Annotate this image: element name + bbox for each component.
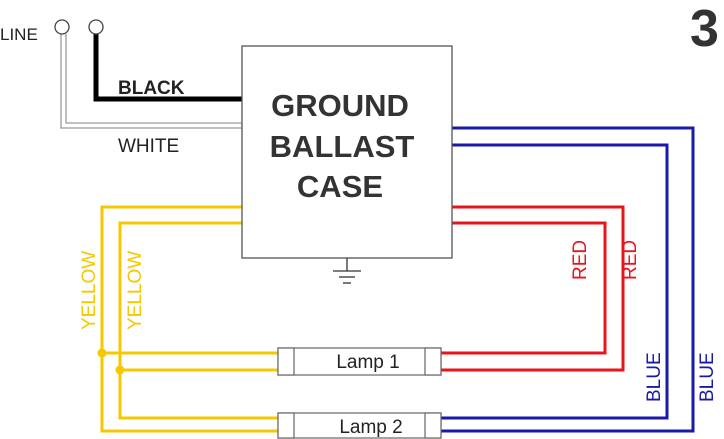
- red-wires: [441, 205, 625, 372]
- lamp-1-label: Lamp 1: [336, 352, 399, 373]
- line-terminal-1: [54, 19, 70, 35]
- black-wire: [93, 30, 242, 102]
- ballast-label-line-1: GROUND: [271, 88, 409, 123]
- lamp-2-label: Lamp 2: [339, 417, 402, 438]
- red-wire-label-1: RED: [570, 240, 591, 280]
- line-label: LINE: [0, 25, 38, 44]
- yellow-junction-2: [115, 365, 125, 375]
- lamp-2: Lamp 2: [277, 412, 442, 439]
- yellow-wires: [100, 205, 278, 433]
- blue-wire-label-1: BLUE: [644, 352, 665, 402]
- blue-wire-label-2: BLUE: [697, 352, 718, 402]
- line-terminal-2: [88, 19, 104, 35]
- black-wire-label: BLACK: [118, 78, 185, 99]
- yellow-wire-label-1: YELLOW: [79, 251, 100, 330]
- red-wire-label-2: RED: [620, 240, 641, 280]
- blue-wires: [441, 126, 695, 433]
- ground-icon: [333, 258, 361, 284]
- lamp-1: Lamp 1: [277, 347, 442, 376]
- white-wire-label: WHITE: [118, 136, 179, 157]
- ballast-label-line-2: BALLAST: [270, 129, 415, 164]
- ballast-label-line-3: CASE: [297, 169, 383, 204]
- white-wire: [60, 34, 242, 129]
- yellow-junction-1: [97, 348, 107, 358]
- ballast-case: [241, 45, 453, 259]
- yellow-wire-label-2: YELLOW: [125, 251, 146, 330]
- step-number: 3: [690, 0, 719, 58]
